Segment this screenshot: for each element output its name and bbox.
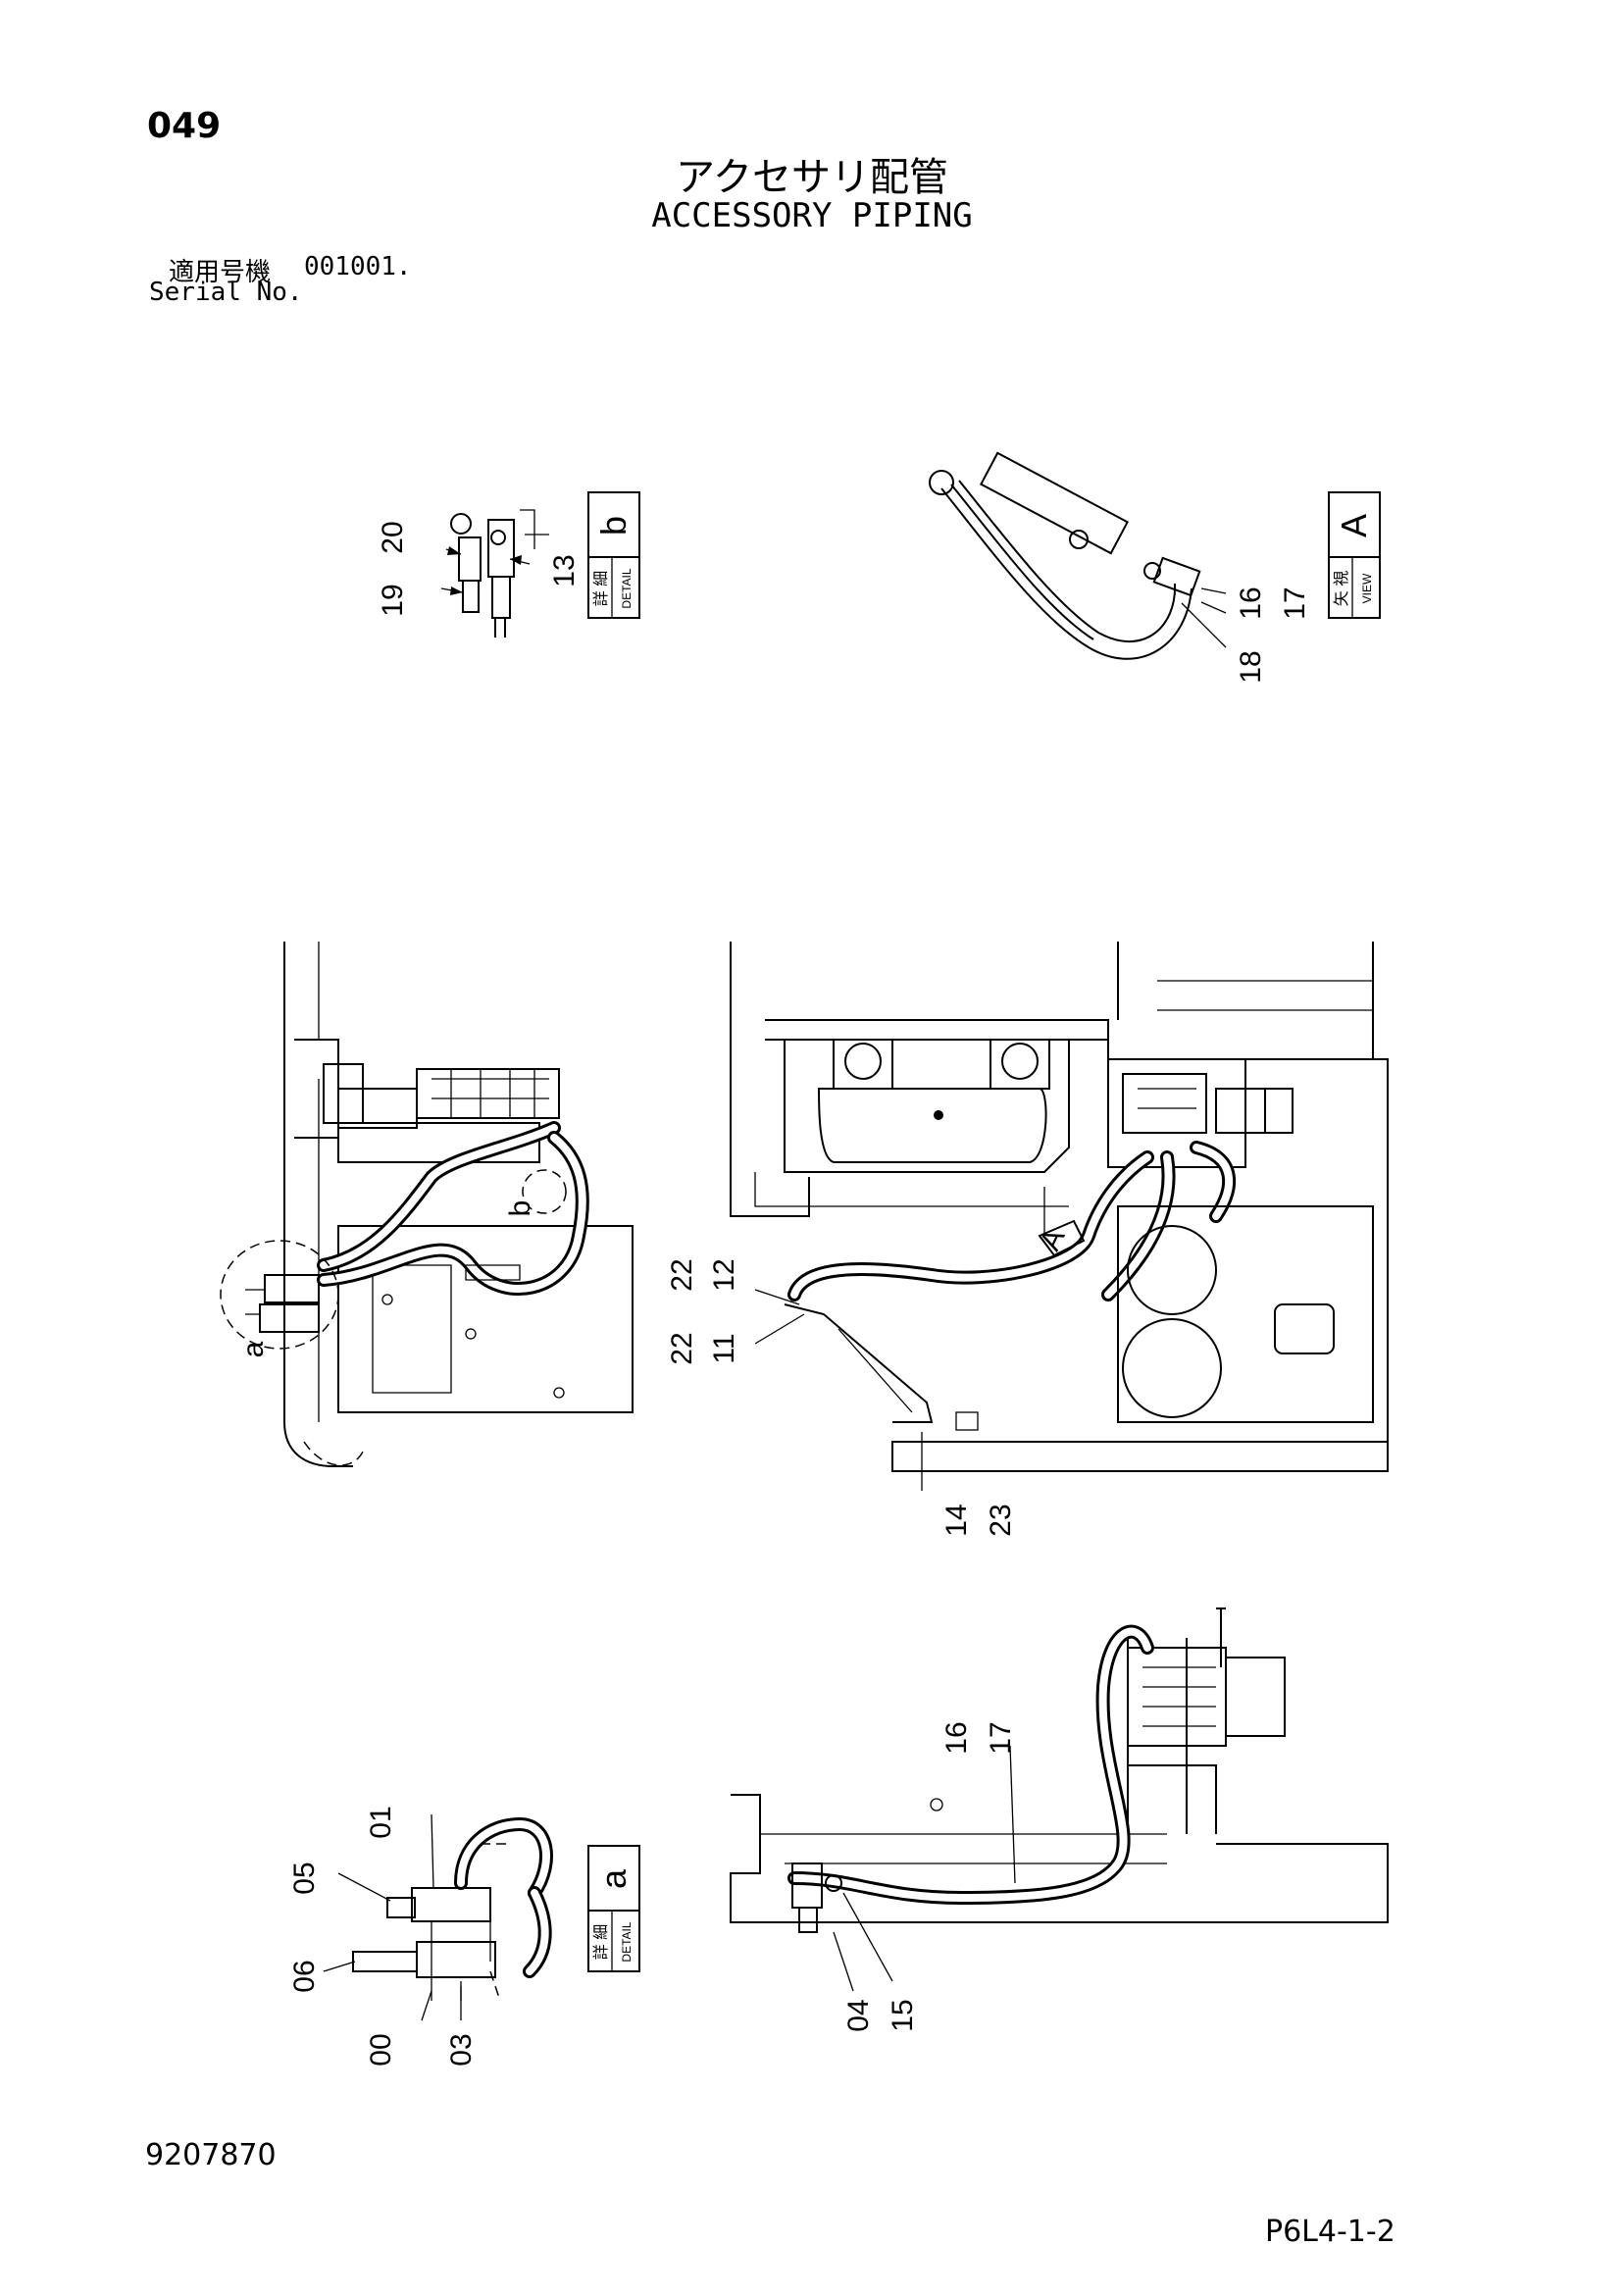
detail-b-box <box>587 491 640 619</box>
lower-callout-15: 15 <box>887 1999 919 2031</box>
serial-value: 001001. <box>304 252 412 281</box>
detail-a-callout-03: 03 <box>445 2033 478 2066</box>
main-callout-14: 14 <box>940 1504 973 1536</box>
view-a-box-jp: 矢 視 <box>1333 571 1350 606</box>
lower-callout-16: 16 <box>940 1721 973 1754</box>
detail-a-view: 05 01 06 00 03 a 詳 細 DETAIL <box>288 1806 640 2066</box>
detail-a-box-jp: 詳 細 <box>592 1924 610 1960</box>
page-number: 049 <box>147 106 222 146</box>
detail-b-callout-13: 13 <box>548 554 581 587</box>
detail-b-letter: b <box>593 516 634 536</box>
main-top-view: A 22 12 22 11 14 23 <box>666 942 1389 1537</box>
serial-label-japanese: 適用号機 <box>169 258 272 287</box>
detail-b-view: 20 19 13 b 詳 細 DETAIL <box>377 491 640 638</box>
document-number: 9207870 <box>145 2138 277 2172</box>
detail-a-callout-01: 01 <box>365 1806 397 1838</box>
main-callout-12: 12 <box>708 1258 740 1291</box>
detail-b-box-jp: 詳 細 <box>592 571 610 606</box>
detail-a-callout-06: 06 <box>288 1960 321 1992</box>
main-callout-22-lower: 22 <box>666 1332 698 1364</box>
left-side-view: a b <box>220 942 634 1467</box>
view-a-callout-16: 16 <box>1235 587 1267 619</box>
detail-b-callout-20: 20 <box>377 521 409 553</box>
marker-a: a <box>237 1341 270 1357</box>
title-japanese: アクセサリ配管 <box>676 155 948 200</box>
view-a-letter: A <box>1334 514 1374 537</box>
page-reference: P6L4-1-2 <box>1265 2215 1396 2249</box>
title-english: ACCESSORY PIPING <box>651 196 973 235</box>
view-a-box <box>1328 491 1381 619</box>
view-a-view: 16 17 18 A 矢 視 VIEW <box>929 451 1381 684</box>
view-a-callout-18: 18 <box>1235 650 1267 683</box>
main-callout-22-upper: 22 <box>666 1258 698 1291</box>
detail-a-letter: a <box>593 1868 634 1889</box>
main-callout-23: 23 <box>985 1504 1017 1536</box>
detail-b-box-en: DETAIL <box>620 568 634 608</box>
serial-label-english: Serial No. <box>149 278 303 307</box>
lower-callout-04: 04 <box>842 1999 875 2031</box>
detail-a-box <box>587 1845 640 1972</box>
detail-b-callout-19: 19 <box>377 584 409 616</box>
detail-a-marker-circle <box>220 1240 339 1350</box>
detail-a-callout-05: 05 <box>288 1862 321 1894</box>
view-a-box-en: VIEW <box>1360 573 1374 603</box>
detail-a-box-en: DETAIL <box>620 1921 634 1962</box>
lower-callout-17: 17 <box>985 1721 1017 1754</box>
view-a-callout-17: 17 <box>1279 587 1311 619</box>
marker-b: b <box>504 1200 536 1217</box>
lower-side-view: 16 17 04 15 <box>730 1607 1389 2032</box>
main-callout-11: 11 <box>708 1333 740 1363</box>
detail-a-callout-00: 00 <box>365 2033 397 2066</box>
